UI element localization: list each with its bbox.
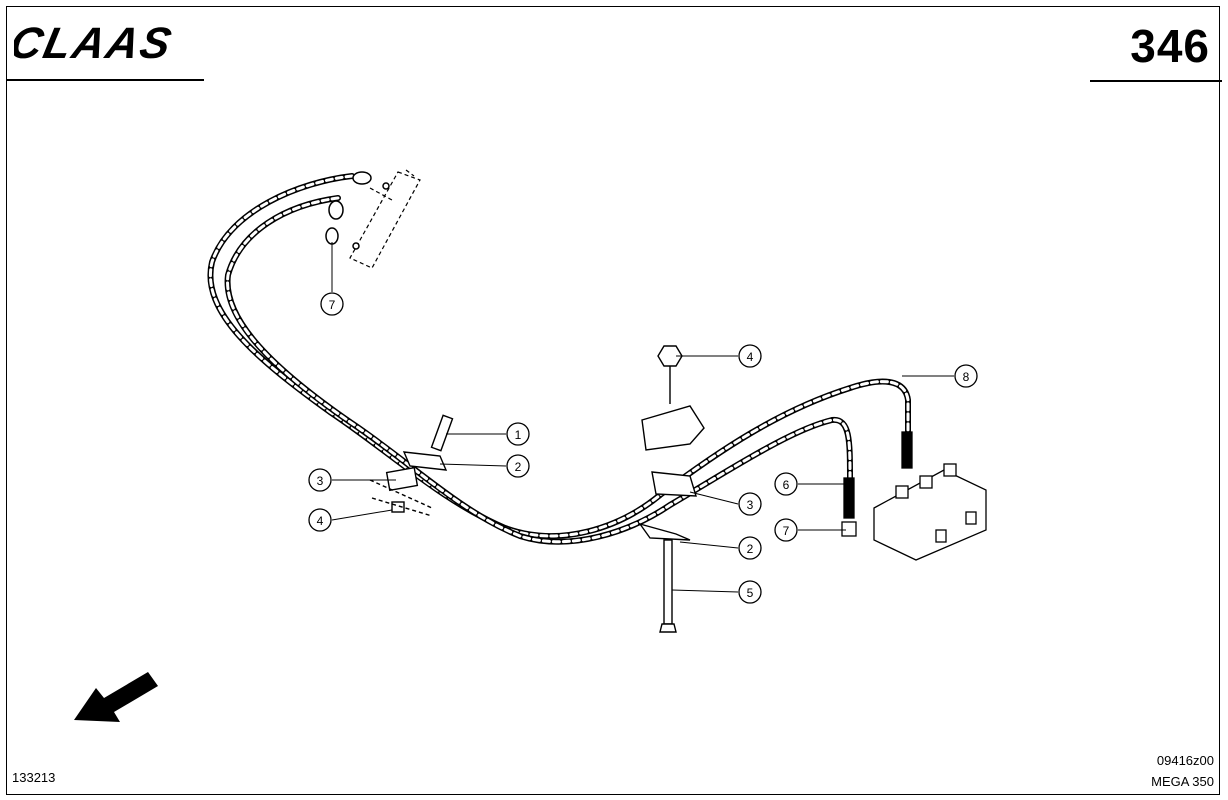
callout-8: 8 [954, 364, 978, 388]
logo-underline [6, 79, 204, 81]
svg-text:3: 3 [317, 474, 324, 488]
callout-3-right: 3 [738, 492, 762, 516]
page-number-underline [1090, 80, 1222, 82]
svg-text:7: 7 [329, 298, 336, 312]
callout-1: 1 [506, 422, 530, 446]
svg-text:2: 2 [515, 460, 522, 474]
leader-lines [331, 242, 954, 593]
callout-2-left: 2 [506, 454, 530, 478]
svg-text:1: 1 [515, 428, 522, 442]
svg-text:3: 3 [747, 498, 754, 512]
control-valve [841, 431, 987, 561]
hose-inner-inner [226, 196, 852, 544]
footer-drawing-code: 09416z00 [1156, 753, 1214, 768]
callout-4-right: 4 [738, 344, 762, 368]
callout-2-right: 2 [738, 536, 762, 560]
callout-7-right: 7 [774, 518, 798, 542]
svg-text:7: 7 [783, 524, 790, 538]
svg-text:4: 4 [317, 514, 324, 528]
sheet-frame [6, 6, 1220, 795]
svg-text:5: 5 [747, 586, 754, 600]
top-fittings [325, 171, 390, 250]
footer-left-code: 133213 [12, 770, 56, 785]
right-clamp-assembly [638, 345, 705, 633]
brand-logo-text: CLAAS [14, 19, 177, 64]
direction-arrow [74, 672, 158, 722]
footer-model: MEGA 350 [1151, 774, 1214, 789]
callouts: 7 1 2 3 4 4 8 6 3 7 2 5 [308, 292, 978, 604]
left-clamp-assembly [369, 414, 454, 517]
callout-3-left: 3 [308, 468, 332, 492]
cylinder-top-dashed [349, 169, 421, 269]
svg-text:8: 8 [963, 370, 970, 384]
brand-logo: CLAAS [14, 19, 177, 64]
svg-text:4: 4 [747, 350, 754, 364]
hose-assembly [207, 173, 911, 545]
svg-text:6: 6 [783, 478, 790, 492]
page-number: 346 [1130, 20, 1210, 72]
callout-6: 6 [774, 472, 798, 496]
svg-text:2: 2 [747, 542, 754, 556]
callout-5: 5 [738, 580, 762, 604]
callout-4-left: 4 [308, 508, 332, 532]
callout-7-top: 7 [320, 292, 344, 316]
